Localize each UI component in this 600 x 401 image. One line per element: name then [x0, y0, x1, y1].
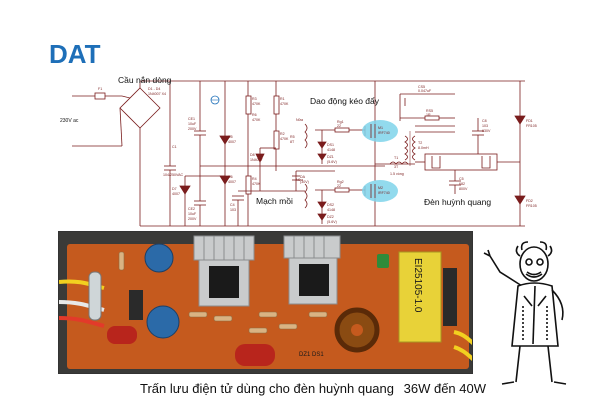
label-r4-val: 470K — [252, 182, 261, 186]
label-cs5: CS5 — [418, 85, 425, 89]
label-c8-v: 630V — [482, 129, 491, 133]
label-push-pull: Dao động kéo đẩy — [310, 96, 380, 106]
label-r6: R6 — [252, 113, 257, 117]
label-t2: T2 — [418, 141, 422, 145]
board-label: DZ1 DS1 — [299, 352, 324, 358]
label-r4: R4 — [252, 177, 257, 181]
label-ce2-v: 200V — [188, 217, 197, 221]
label-input: 230V ac — [60, 118, 79, 124]
label-r3-val: 470K — [252, 102, 261, 106]
label-t2-turns: 1.5 vòng — [390, 172, 404, 176]
label-trigger: Mạch mồi — [256, 196, 293, 206]
label-ce2: CE2 — [188, 207, 195, 211]
label-c4: C4 — [230, 203, 235, 207]
label-r5-val: 8T — [290, 140, 295, 144]
label-fd2-part: FR105 — [526, 204, 537, 208]
label-r2-val: 470K — [280, 137, 289, 141]
label-rg1: Rg1 — [337, 120, 344, 124]
label-d1d4-part: 1N4007 X4 — [148, 92, 166, 96]
cartoon-professor — [478, 236, 598, 396]
label-d6: D6 — [228, 175, 233, 179]
label-r1-val: 470K — [280, 102, 289, 106]
label-c8: C8 — [482, 119, 487, 123]
label-d7: D7 — [172, 187, 177, 191]
label-r1: R1 — [280, 97, 285, 101]
pcb-photo: EI25105-1.0 DZ1 DS1 — [58, 231, 473, 374]
label-bridge: Cầu nắn dòng — [118, 76, 172, 85]
label-d7-part: 4007 — [172, 192, 180, 196]
label-m1: M1 — [378, 126, 383, 130]
label-d1d4: D1 - D4 — [148, 87, 160, 91]
label-r2: R2 — [280, 132, 285, 136]
label-t2-val: 8.0mH — [418, 146, 429, 150]
transformer-marking: EI25105-1.0 — [412, 258, 423, 313]
professor-illustration — [483, 241, 567, 385]
caption-main: Trấn lưu điện tử dùng cho đèn huỳnh quan… — [140, 381, 394, 396]
label-r3: R3 — [252, 97, 257, 101]
label-nua: Nửa — [296, 118, 303, 122]
label-d5: D5 — [228, 135, 233, 139]
label-ce1-v: 200V — [188, 127, 197, 131]
caption-range: 36W đến 40W — [403, 381, 486, 396]
label-fd2: FD2 — [526, 199, 533, 203]
label-nub: Nửa — [296, 178, 303, 182]
label-d8: D8 — [250, 153, 255, 157]
label-dz1: DZ1 — [327, 155, 334, 159]
label-dz1-val: (5.6V) — [327, 160, 337, 164]
label-c5-val: 682 — [459, 182, 465, 186]
label-d5-part: 4007 — [228, 140, 236, 144]
label-lamp: Đèn huỳnh quang — [424, 197, 491, 207]
label-d8-part: 1N4007 — [250, 158, 263, 162]
label-r5: R5 — [290, 135, 295, 139]
label-t1-val: 3T — [394, 165, 399, 169]
label-f1: F1 — [98, 87, 102, 91]
label-ce1-val: 10uF — [188, 122, 197, 126]
label-rs5-val: 1R — [426, 113, 431, 117]
label-d6-part: 4007 — [228, 180, 236, 184]
label-t1: T1 — [394, 156, 398, 160]
label-ds2-val: 4148 — [327, 208, 335, 212]
label-dz2-val: (5.6V) — [327, 220, 337, 224]
logo-text: DAT — [49, 40, 101, 66]
circuit-schematic: Cầu nắn dòng Dao động kéo đẩy Mạch mồi Đ… — [60, 76, 537, 227]
dat-logo-mark: DAT — [49, 40, 101, 66]
label-rs5: RS5 — [426, 109, 433, 113]
label-ce2-val: 10uF — [188, 212, 197, 216]
label-da: DA — [300, 175, 306, 179]
label-m2: M2 — [378, 186, 383, 190]
label-ds1-val: 4148 — [327, 148, 335, 152]
label-rg2: Rg2 — [337, 180, 344, 184]
label-r6-val: 470K — [252, 118, 261, 122]
label-c8-val: 103 — [482, 124, 488, 128]
label-rg1-val: 22 — [337, 124, 341, 128]
label-m2-part: IRF740 — [378, 191, 390, 195]
label-m1-part: IRF740 — [378, 131, 390, 135]
label-da-val: (30V) — [300, 180, 309, 184]
label-c1: C1 — [172, 145, 177, 149]
label-ds2: DS2 — [327, 203, 334, 207]
dat-logo: DAT — [49, 40, 119, 66]
label-c1-val: 104/250VAC — [163, 173, 184, 177]
label-dz2: DZ2 — [327, 215, 334, 219]
label-c5-v: 800V — [459, 187, 468, 191]
label-cs5-val: 0.047uF — [418, 89, 432, 93]
label-ce1: CE1 — [188, 117, 195, 121]
label-rg2-val: 22 — [337, 184, 341, 188]
label-c4-val: 103 — [230, 208, 236, 212]
label-ds1: DS1 — [327, 143, 334, 147]
label-fd1-part: FR105 — [526, 124, 537, 128]
label-fd1: FD1 — [526, 119, 533, 123]
label-c5: C5 — [459, 177, 464, 181]
caption: Trấn lưu điện tử dùng cho đèn huỳnh quan… — [140, 381, 486, 396]
pcb-illustration: EI25105-1.0 DZ1 DS1 — [59, 232, 472, 373]
